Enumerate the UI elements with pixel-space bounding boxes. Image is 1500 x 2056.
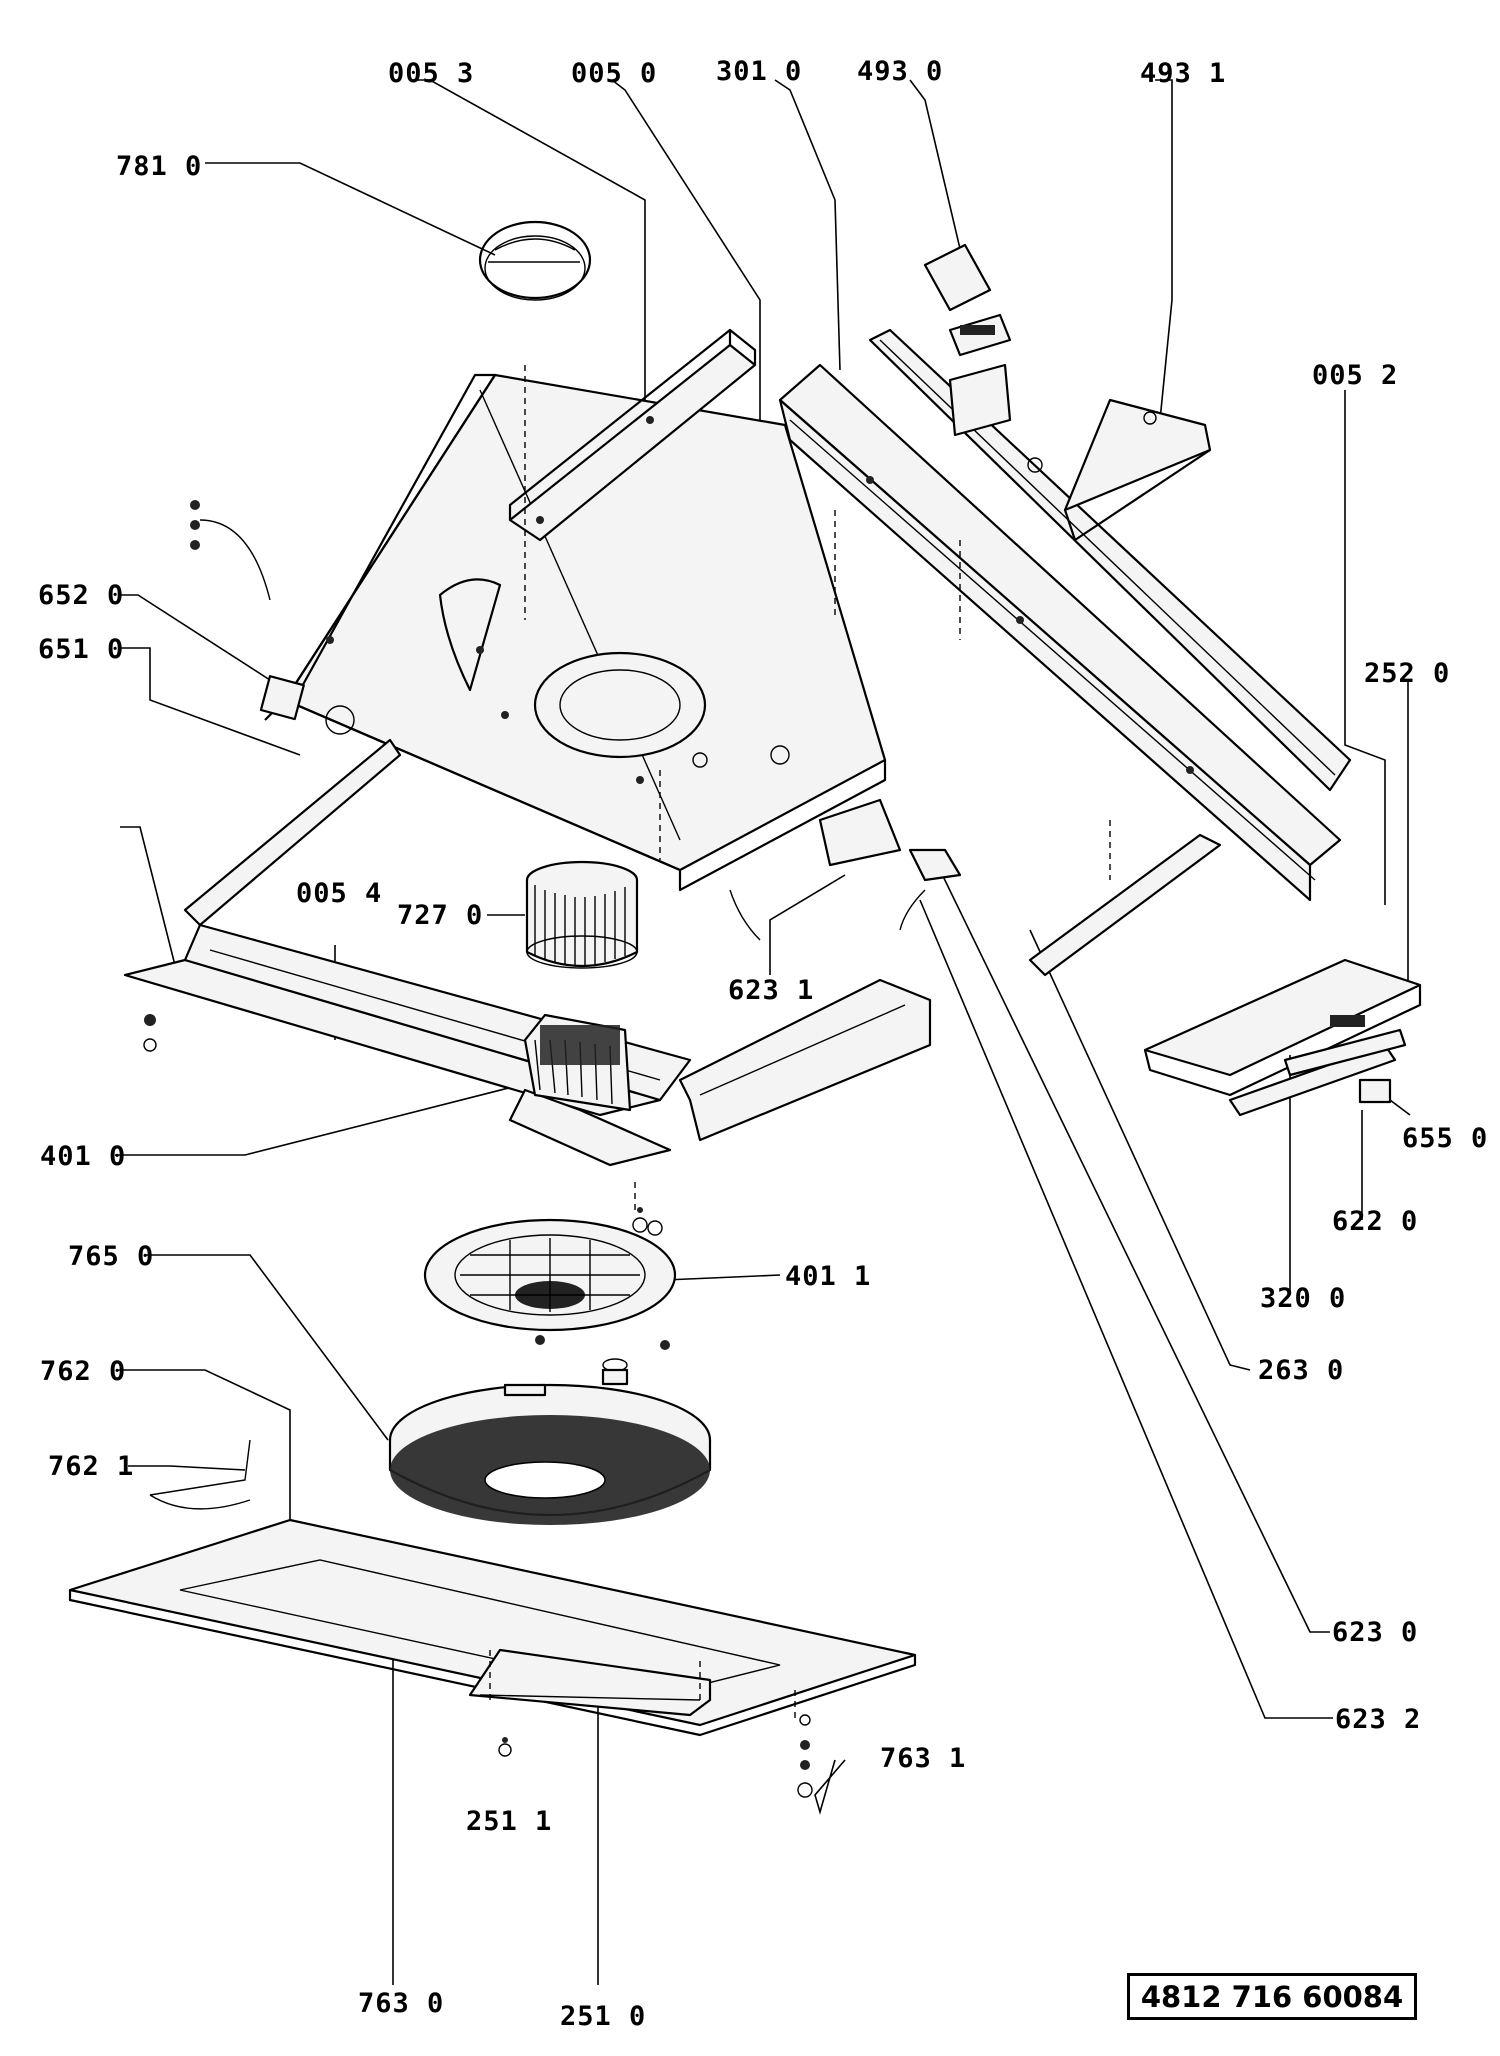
part-motor-plate — [423, 1207, 677, 1386]
leader-4931 — [1155, 79, 1173, 421]
part-duct-collar — [478, 220, 592, 301]
leader-0052 — [1344, 390, 1386, 905]
leader-4011 — [664, 1274, 781, 1281]
label-005-4: 005 4 — [296, 878, 383, 909]
leader-7621 — [128, 1465, 246, 1471]
part-screw-stack — [794, 1690, 813, 1798]
part-fan-wheel — [525, 860, 639, 969]
leader-7650 — [145, 1254, 389, 1441]
document-number: 4812 716 60084 — [1140, 1979, 1404, 2014]
label-765-0: 765 0 — [68, 1241, 155, 1272]
label-652-0: 652 0 — [38, 580, 125, 611]
label-622-0: 622 0 — [1332, 1206, 1419, 1237]
label-623-2: 623 2 — [1335, 1704, 1422, 1735]
label-781-0: 781 0 — [116, 151, 203, 182]
label-655-0: 655 0 — [1402, 1123, 1489, 1154]
part-filter-ring — [388, 1383, 712, 1525]
part-control-module — [923, 243, 1043, 473]
label-005-3: 005 3 — [388, 58, 475, 89]
assembly-dashes — [489, 365, 1111, 1700]
leader-6510 — [118, 647, 301, 756]
part-switch — [190, 500, 355, 735]
label-763-0: 763 0 — [358, 1988, 445, 2019]
part-hood-body — [264, 373, 887, 892]
leader-0053 — [410, 79, 646, 400]
label-763-1: 763 1 — [880, 1743, 967, 1774]
leader-7620 — [118, 1369, 291, 1530]
leader-6550 — [1389, 1099, 1411, 1116]
leader-2630 — [1029, 929, 1251, 1371]
part-side-rail-long — [778, 328, 1352, 902]
part-motor — [508, 1013, 672, 1167]
leader-7810 — [205, 162, 496, 256]
part-triangle-cover — [1063, 398, 1212, 542]
leader-0054 — [120, 826, 181, 986]
label-762-1: 762 1 — [48, 1451, 135, 1482]
label-301-0: 301 0 — [716, 56, 803, 87]
label-762-0: 762 0 — [40, 1356, 127, 1387]
label-623-0: 623 0 — [1332, 1617, 1419, 1648]
label-401-0: 401 0 — [40, 1141, 127, 1172]
label-493-0: 493 0 — [857, 56, 944, 87]
leader-6232 — [919, 899, 1333, 1719]
label-651-0: 651 0 — [38, 634, 125, 665]
label-005-2: 005 2 — [1312, 360, 1399, 391]
label-252-0: 252 0 — [1364, 658, 1451, 689]
leader-6231 — [769, 874, 846, 975]
leader-4930 — [909, 79, 966, 271]
leader-7631 — [814, 1759, 846, 1815]
label-320-0: 320 0 — [1260, 1283, 1347, 1314]
label-401-1: 401 1 — [785, 1261, 872, 1292]
leader-4010 — [115, 1079, 541, 1156]
leader-6230 — [939, 869, 1330, 1633]
label-005-0: 005 0 — [571, 58, 658, 89]
part-light-cover — [468, 1648, 712, 1757]
label-263-0: 263 0 — [1258, 1355, 1345, 1386]
part-right-bracket — [729, 798, 1422, 1117]
part-top-rail — [508, 328, 757, 542]
leader-6520 — [118, 594, 271, 681]
label-623-1: 623 1 — [728, 975, 815, 1006]
leader-0050 — [611, 79, 761, 440]
label-493-1: 493 1 — [1140, 58, 1227, 89]
label-251-0: 251 0 — [560, 2001, 647, 2032]
label-251-1: 251 1 — [466, 1806, 553, 1837]
label-727-0: 727 0 — [397, 900, 484, 931]
document-number-box: 4812 716 60084 — [1127, 1973, 1417, 2020]
leader-3010 — [774, 79, 841, 371]
leader-lines — [115, 79, 1411, 1985]
